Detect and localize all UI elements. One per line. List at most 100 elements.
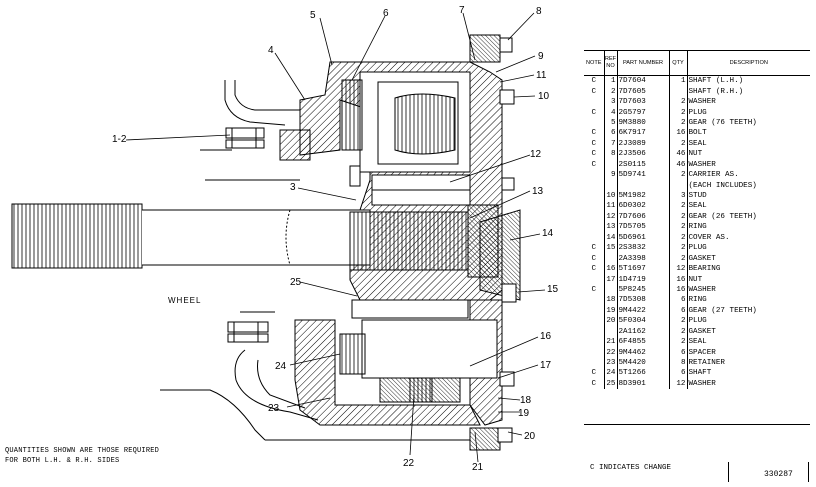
cell-note: C bbox=[584, 128, 605, 139]
cell-ref: 10 bbox=[604, 190, 618, 202]
callout-7: 7 bbox=[459, 5, 465, 16]
cell-part: 7D7604 bbox=[617, 75, 670, 87]
cell-part: 7D5705 bbox=[617, 222, 670, 233]
callout-18: 18 bbox=[520, 395, 532, 406]
cell-note bbox=[584, 211, 605, 223]
callout-16: 16 bbox=[540, 331, 552, 342]
cell-desc: GEAR (76 TEETH) bbox=[688, 118, 757, 127]
cell-note: C bbox=[584, 138, 605, 150]
callout-24: 24 bbox=[275, 361, 287, 372]
header-ref-no: REF NO bbox=[604, 50, 618, 76]
cell-qty: 6 bbox=[669, 347, 688, 358]
cell-qty: 46 bbox=[669, 159, 688, 170]
callout-22: 22 bbox=[403, 458, 415, 469]
change-indicator-note: C INDICATES CHANGE bbox=[590, 464, 672, 472]
cell-ref: 9 bbox=[604, 169, 618, 181]
callout-4: 4 bbox=[268, 45, 274, 56]
cell-part: 1D4719 bbox=[617, 274, 670, 285]
cell-ref: 14 bbox=[604, 232, 618, 243]
cell-desc: GEAR (26 TEETH) bbox=[688, 212, 757, 221]
cell-qty: 6 bbox=[669, 305, 688, 317]
leader-lines bbox=[125, 12, 546, 463]
cell-desc: COVER AS. bbox=[688, 233, 730, 242]
cell-desc: GASKET bbox=[688, 327, 716, 336]
cell-note: C bbox=[584, 75, 605, 87]
cell-desc: SEAL bbox=[688, 202, 707, 211]
cell-qty: 16 bbox=[669, 284, 688, 296]
cell-ref: 15 bbox=[604, 243, 618, 254]
callout-17: 17 bbox=[540, 360, 552, 371]
cell-part: 6F4855 bbox=[617, 336, 670, 348]
cell-note bbox=[584, 305, 605, 317]
cell-part: 5D6961 bbox=[617, 232, 670, 243]
cell-note bbox=[584, 180, 605, 191]
cell-qty: 2 bbox=[669, 232, 688, 243]
cell-qty: 12 bbox=[669, 378, 688, 390]
cell-qty: 46 bbox=[669, 149, 688, 160]
cell-ref: 8 bbox=[604, 149, 618, 160]
cell-part: 5D9741 bbox=[617, 169, 670, 181]
cell-part: 2A1162 bbox=[617, 326, 670, 337]
cell-ref bbox=[604, 159, 618, 170]
cell-qty: 2 bbox=[669, 326, 688, 337]
callout-12: 12 bbox=[530, 149, 542, 160]
cell-part: 6D0302 bbox=[617, 201, 670, 212]
cell-desc: SHAFT (R.H.) bbox=[688, 87, 744, 96]
cell-part: 5M4420 bbox=[617, 357, 670, 369]
header-qty: QTY bbox=[669, 50, 688, 76]
cell-desc: BOLT bbox=[688, 129, 707, 138]
cell-ref: 24 bbox=[604, 368, 618, 379]
callout-15: 15 bbox=[547, 284, 559, 295]
cell-qty: 12 bbox=[669, 263, 688, 275]
callout-21: 21 bbox=[472, 462, 484, 473]
cell-desc: STUD bbox=[688, 192, 707, 201]
cell-ref: 2 bbox=[604, 86, 618, 97]
cell-part: 7D7603 bbox=[617, 96, 670, 108]
cell-qty bbox=[669, 180, 688, 191]
cell-desc: PLUG bbox=[688, 317, 707, 326]
cell-note: C bbox=[584, 368, 605, 379]
cell-note: C bbox=[584, 263, 605, 275]
parts-table-header: NOTE REF NO PART NUMBER QTY DESCRIPTION bbox=[584, 50, 810, 76]
callout-5: 5 bbox=[310, 10, 316, 21]
cell-ref: 19 bbox=[604, 305, 618, 317]
cell-desc: WASHER bbox=[688, 160, 716, 169]
planet-gear-upper bbox=[371, 174, 471, 206]
drawing-reference-number: 330287 bbox=[764, 470, 793, 479]
cell-note: C bbox=[584, 159, 605, 170]
ring-gear bbox=[341, 71, 471, 173]
cell-ref: 21 bbox=[604, 336, 618, 348]
cell-part: 5T1266 bbox=[617, 368, 670, 379]
cell-note bbox=[584, 201, 605, 212]
cell-ref: 3 bbox=[604, 96, 618, 108]
cell-ref: 11 bbox=[604, 201, 618, 212]
cell-qty: 2 bbox=[669, 117, 688, 129]
quantities-footnote: QUANTITIES SHOWN ARE THOSE REQUIRED FOR … bbox=[5, 447, 159, 466]
cell-ref: 4 bbox=[604, 107, 618, 118]
cell-desc: SPACER bbox=[688, 348, 716, 357]
callout-25: 25 bbox=[290, 277, 302, 288]
cell-note: C bbox=[584, 149, 605, 160]
cell-qty: 2 bbox=[669, 253, 688, 264]
cell-note bbox=[584, 347, 605, 358]
axle-shaft bbox=[11, 203, 499, 278]
cell-qty: 2 bbox=[669, 96, 688, 108]
cell-part: 9M4422 bbox=[617, 305, 670, 317]
callout-1-2: 1-2 bbox=[112, 134, 127, 145]
header-description: DESCRIPTION bbox=[687, 50, 810, 76]
callout-19: 19 bbox=[518, 408, 530, 419]
cell-ref bbox=[604, 253, 618, 264]
cell-qty: 6 bbox=[669, 295, 688, 306]
